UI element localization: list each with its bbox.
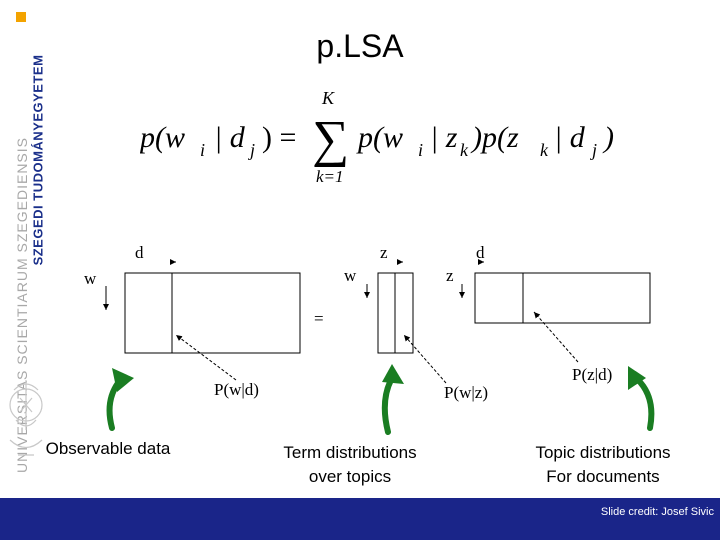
term-arrow-icon xyxy=(381,375,395,435)
matrix2-top-label: z xyxy=(380,243,388,262)
university-sidebar: SZEGEDI TUDOMÁNYEGYETEM UNIVERSITAS SCIE… xyxy=(0,0,50,498)
caption-topic-distributions: Topic distributions For documents xyxy=(505,441,701,489)
plsa-formula: p(w i | d j ) = K ∑ k=1 p(w i | z k )p(z… xyxy=(140,90,614,186)
caption-term-line1: Term distributions xyxy=(283,443,417,462)
formula-lhs: p(w xyxy=(140,121,185,154)
topic-document-matrix: d z P(z|d) xyxy=(446,243,651,384)
caption-term-line2: over topics xyxy=(308,467,392,486)
caption-topic-line2: For documents xyxy=(546,467,660,486)
formula-bar-z: | z xyxy=(430,121,458,154)
formula-bar-d: | d xyxy=(214,121,246,154)
university-seal-icon xyxy=(9,380,43,456)
matrix3-top-label: d xyxy=(476,243,485,262)
slide-footer: Slide credit: Josef Sivic xyxy=(0,498,720,540)
matrix2-value-label: P(w|z) xyxy=(444,383,488,402)
matrix2-left-label: w xyxy=(344,266,357,285)
sum-upper-limit: K xyxy=(321,90,335,108)
matrix1-value-label: P(w|d) xyxy=(214,380,259,399)
caption-topic-line1: Topic distributions xyxy=(535,443,671,462)
matrix3-left-label: z xyxy=(446,266,454,285)
caption-observable-data: Observable data xyxy=(18,437,198,461)
caption-observable-text: Observable data xyxy=(45,439,171,458)
formula-sub-j2: j xyxy=(590,140,597,160)
matrix1-top-label: d xyxy=(135,243,144,262)
equals-sign: = xyxy=(314,309,324,328)
formula-bar-d2: | d xyxy=(554,121,586,154)
formula-close: ) xyxy=(602,121,614,154)
matrix1-left-label: w xyxy=(84,269,97,288)
formula-term1: p(w xyxy=(356,121,403,154)
brand-square-icon xyxy=(16,12,26,22)
matrix3-value-label: P(z|d) xyxy=(572,365,612,384)
formula-equals: ) = xyxy=(262,121,296,154)
formula-sub-k2: k xyxy=(540,140,549,160)
caption-term-distributions: Term distributions over topics xyxy=(260,441,440,489)
topic-arrow-icon xyxy=(633,375,655,431)
formula-term2: )p(z xyxy=(470,121,519,154)
formula-sub-i: i xyxy=(200,140,205,160)
slide-title: p.LSA xyxy=(316,28,404,64)
formula-sub-j: j xyxy=(248,140,255,160)
slide-credit: Slide credit: Josef Sivic xyxy=(600,506,714,518)
formula-sub-i2: i xyxy=(418,140,423,160)
observable-matrix: d w P(w|d) xyxy=(84,243,301,399)
sum-sign: ∑ xyxy=(312,111,349,168)
formula-sub-k: k xyxy=(460,140,469,160)
sum-lower-limit: k=1 xyxy=(316,167,344,186)
term-topic-matrix: z w P(w|z) xyxy=(344,243,488,402)
